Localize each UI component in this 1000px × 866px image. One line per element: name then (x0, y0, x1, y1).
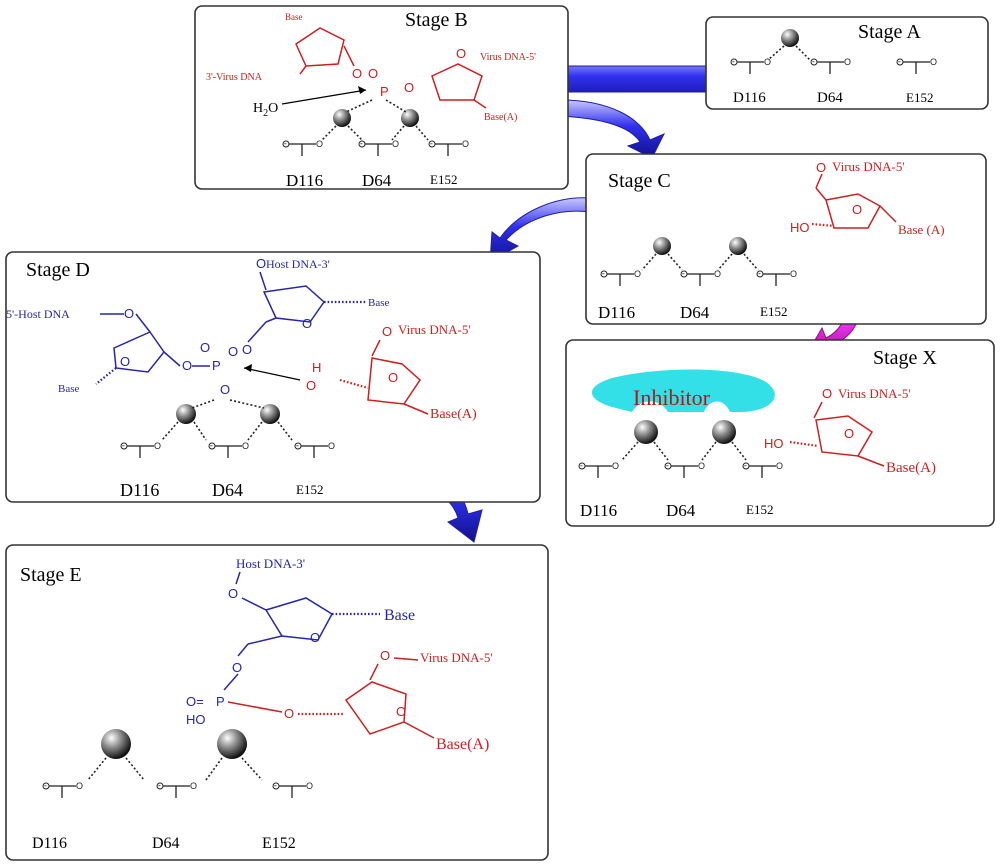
svg-text:O: O (388, 370, 398, 385)
host-dna-3-label: Host DNA-3' (236, 556, 305, 571)
base-a-label: Base(A) (886, 460, 936, 476)
svg-text:O: O (124, 306, 134, 321)
svg-text:P: P (380, 84, 389, 99)
stage-c-title: Stage C (608, 170, 671, 192)
residue-d116: D116 (580, 501, 617, 520)
svg-text:O: O (822, 386, 832, 401)
metal-ion (401, 109, 419, 127)
svg-text:O: O (220, 382, 230, 397)
residue-e152: E152 (262, 835, 296, 852)
residue-d116: D116 (598, 303, 635, 322)
virus-dna-3-label: 3'-Virus DNA (206, 72, 263, 83)
stage-d-panel: Stage D O Host DNA-3' O Base O 5'-Host D… (5, 251, 541, 503)
residue-d64: D64 (666, 501, 696, 520)
metal-ion (176, 404, 196, 424)
metal-ion (653, 237, 671, 255)
metal-ion (217, 729, 247, 759)
host-dna-3-label: Host DNA-3' (266, 257, 330, 271)
virus-dna-5-label: Virus DNA-5' (832, 159, 905, 174)
metal-ion (634, 420, 658, 444)
metal-ion (729, 237, 747, 255)
residue-d64: D64 (817, 90, 843, 106)
svg-text:O: O (404, 80, 414, 95)
svg-text:HO: HO (790, 220, 810, 235)
svg-text:O: O (310, 630, 320, 645)
metal-ion (260, 404, 280, 424)
svg-text:HO: HO (764, 436, 784, 451)
arrow-c-to-d (489, 197, 591, 263)
base-a-label: Base (A) (898, 222, 945, 237)
water-label: H2O (253, 101, 278, 119)
metal-ion (712, 420, 736, 444)
base-label: Base (368, 297, 390, 309)
residue-e152: E152 (746, 502, 773, 517)
inhibitor-label: Inhibitor (633, 385, 711, 410)
residue-d116: D116 (286, 171, 323, 190)
residue-e152: E152 (430, 172, 457, 187)
svg-text:O: O (228, 586, 238, 601)
svg-text:O: O (380, 648, 390, 663)
stage-e-panel: Stage E Host DNA-3' O O Base O P O= HO O… (5, 544, 549, 861)
residue-d64: D64 (680, 303, 710, 322)
svg-text:O: O (352, 66, 362, 81)
virus-dna-5-label: Virus DNA-5' (838, 386, 911, 401)
metal-ion (333, 109, 351, 127)
virus-dna-5-label: Virus DNA-5' (420, 650, 493, 665)
stage-x-panel: Stage X Inhibitor D116 D64 E152 O Virus … (565, 339, 995, 527)
svg-text:O: O (256, 256, 266, 271)
metal-ion (781, 29, 799, 47)
svg-text:O: O (306, 378, 316, 393)
stage-x-title: Stage X (873, 347, 937, 369)
svg-text:HO: HO (186, 712, 206, 727)
svg-text:O: O (242, 342, 252, 357)
residue-e152: E152 (760, 304, 787, 319)
svg-text:O: O (228, 344, 238, 359)
base-a-label: Base(A) (484, 112, 517, 123)
inhibitor-shape (591, 369, 775, 412)
stage-b-title: Stage B (405, 9, 468, 31)
base-label: Base (285, 12, 303, 22)
base-label-2: Base (58, 383, 80, 395)
svg-text:O: O (382, 324, 392, 339)
stage-b-panel: Stage B Base 3'-Virus DNA O P O O O Viru… (194, 5, 569, 190)
virus-dna-5-label: Virus DNA-5' (480, 52, 536, 63)
svg-text:P: P (216, 694, 225, 709)
stage-c-panel: Stage C O Virus DNA-5' O HO Base (A) D11… (585, 153, 987, 325)
svg-text:O: O (200, 340, 210, 355)
residue-d116: D116 (120, 480, 159, 500)
svg-text:O: O (456, 46, 466, 61)
svg-text:O: O (852, 202, 862, 217)
svg-text:O: O (120, 354, 130, 369)
svg-text:O: O (284, 706, 294, 721)
svg-text:O=: O= (186, 694, 204, 709)
virus-dna-5-label: Virus DNA-5' (398, 322, 471, 337)
metal-ion (101, 729, 131, 759)
svg-text:O: O (368, 66, 378, 81)
svg-text:O: O (816, 160, 826, 175)
residue-d64: D64 (152, 835, 180, 852)
svg-text:O: O (396, 704, 406, 719)
arrow-b-to-c (559, 99, 666, 159)
svg-text:O: O (232, 660, 242, 675)
svg-text:P: P (212, 358, 221, 373)
stage-a-panel: Stage A D116 D64 E152 (705, 16, 989, 110)
svg-text:H: H (312, 360, 321, 375)
svg-text:O: O (302, 316, 312, 331)
residue-d64: D64 (362, 171, 392, 190)
residue-d116: D116 (733, 90, 766, 106)
stage-d-title: Stage D (26, 259, 90, 281)
svg-text:O: O (844, 426, 854, 441)
svg-text:O: O (182, 358, 192, 373)
base-a-label: Base(A) (430, 407, 477, 422)
stage-a-title: Stage A (858, 21, 921, 43)
residue-e152: E152 (296, 482, 323, 497)
residue-e152: E152 (906, 90, 933, 105)
residue-d116: D116 (32, 835, 67, 852)
base-label: Base (384, 607, 415, 624)
residue-d64: D64 (212, 480, 243, 500)
base-a-label: Base(A) (436, 736, 489, 753)
host-dna-5-label: 5'-Host DNA (6, 307, 70, 321)
stage-e-title: Stage E (20, 564, 82, 586)
